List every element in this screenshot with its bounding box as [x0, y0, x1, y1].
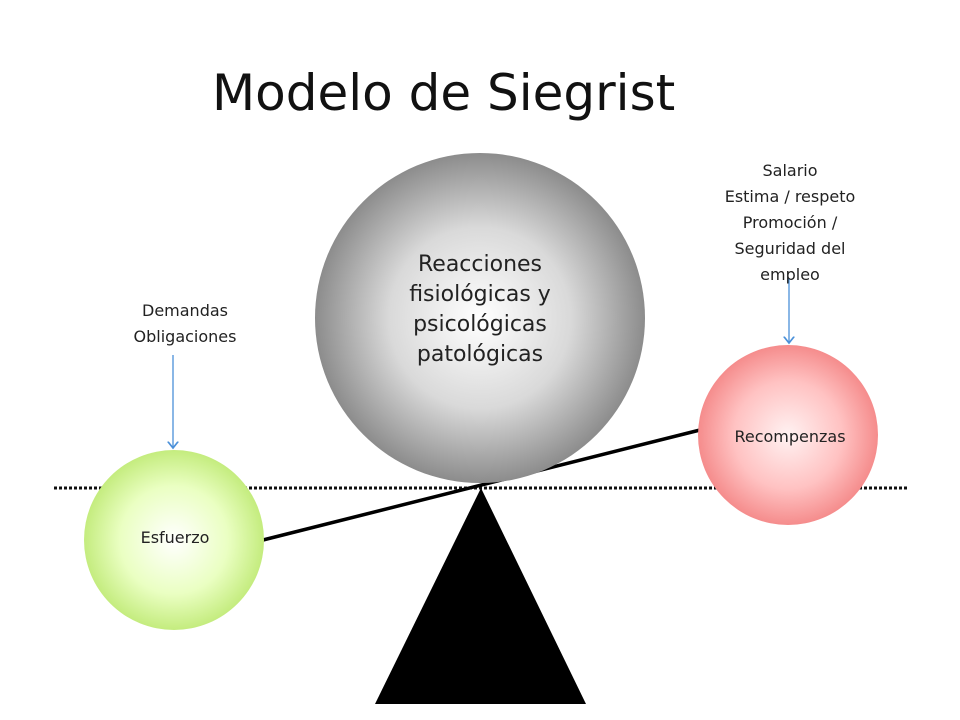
effort-factors-label: Demandas Obligaciones — [133, 301, 237, 346]
fulcrum-triangle — [375, 488, 586, 704]
reward-circle — [698, 345, 878, 525]
center-circle-label: Reacciones fisiológicas y psicológicas p… — [409, 252, 551, 367]
reward-factors-label: Salario Estima / respeto Promoción / Seg… — [724, 161, 856, 284]
slide-title: Modelo de Siegrist — [212, 64, 676, 122]
seesaw-beam — [262, 428, 701, 542]
effort-label: Esfuerzo — [140, 528, 210, 547]
effort-circle — [84, 450, 264, 630]
reward-label: Recompenzas — [734, 427, 846, 446]
pathological-reactions-circle — [315, 153, 645, 483]
